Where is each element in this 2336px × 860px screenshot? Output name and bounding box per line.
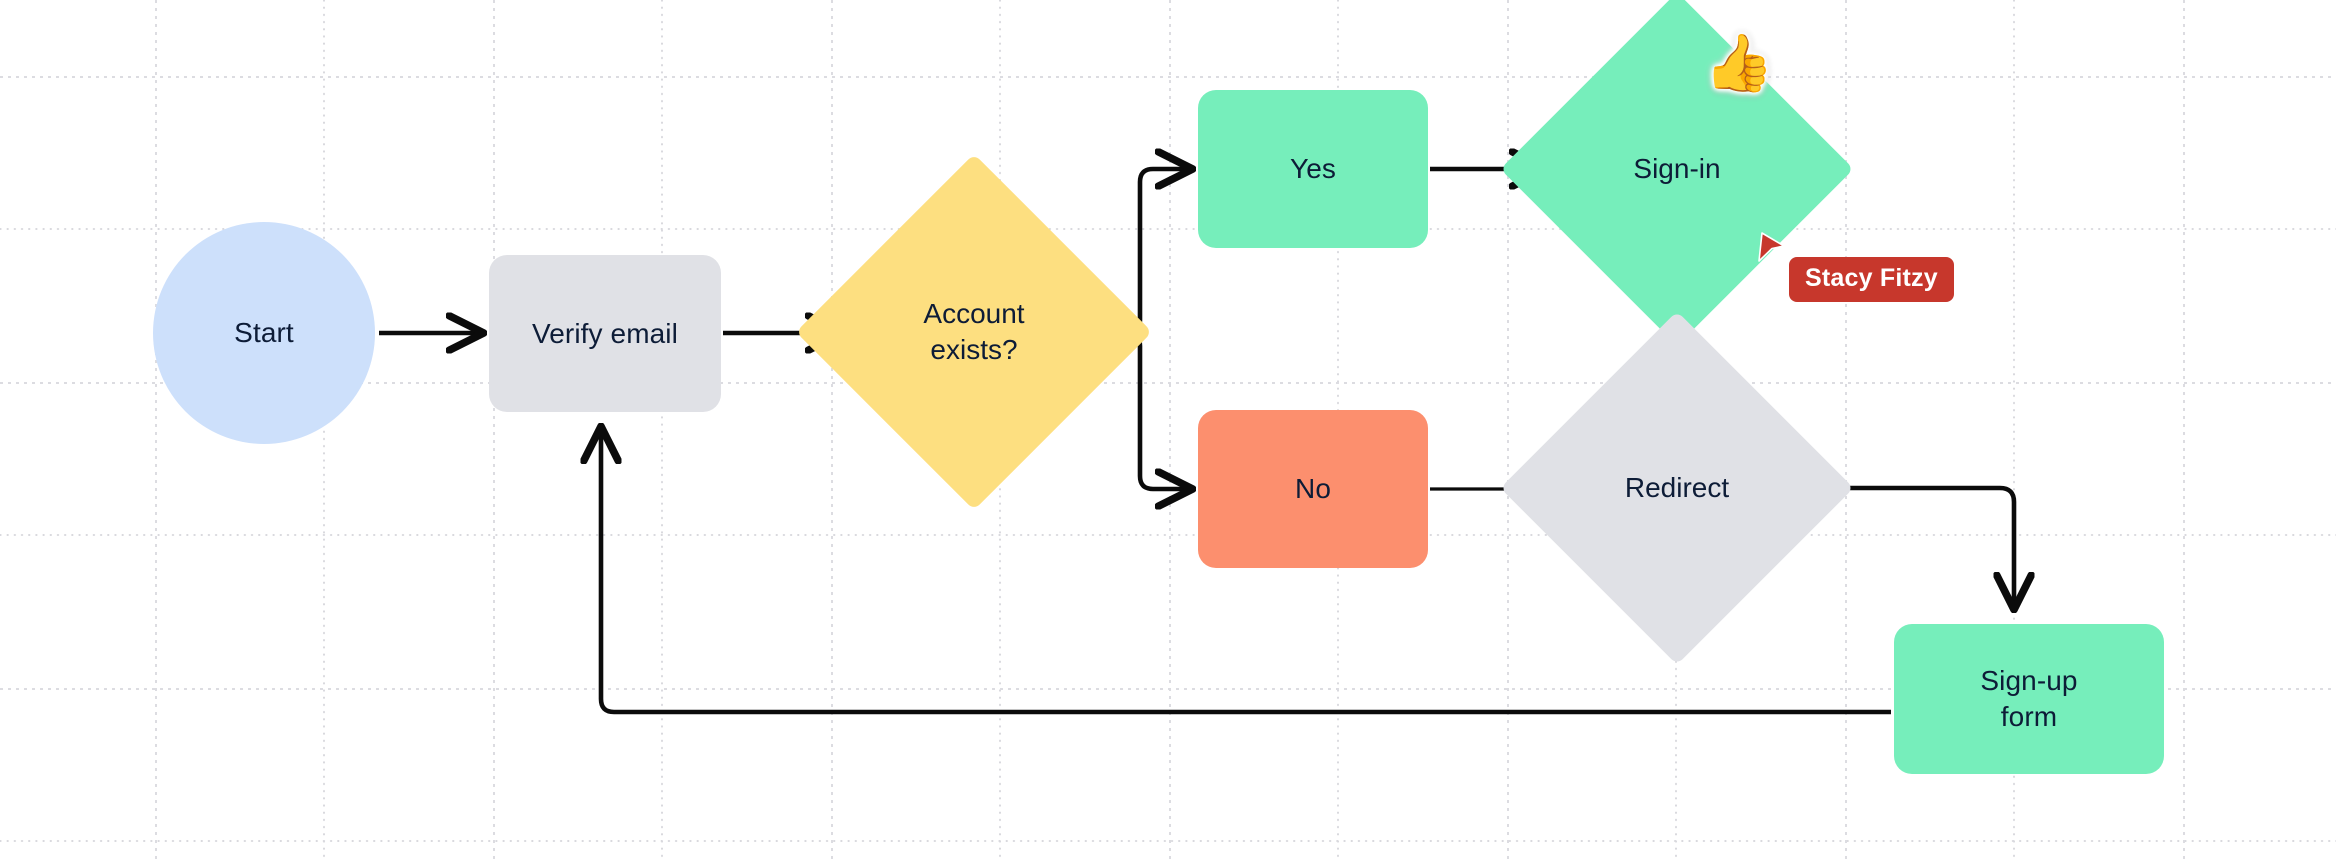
node-start[interactable]: Start — [153, 222, 375, 444]
node-yes-label: Yes — [1290, 153, 1336, 185]
node-sign-in[interactable]: Sign-in — [1500, 0, 1854, 346]
cursor-arrow-icon — [1758, 232, 1785, 262]
node-sign-in-label: Sign-in — [1633, 153, 1721, 185]
node-no-label: No — [1295, 473, 1331, 505]
node-redirect[interactable]: Redirect — [1500, 311, 1854, 665]
edge-signup-back-to-verify — [601, 428, 1891, 715]
node-sign-up-form-label: Sign-up form — [1980, 665, 2078, 732]
node-yes[interactable]: Yes — [1198, 90, 1428, 248]
cursor-user-label: Stacy Fitzy — [1789, 257, 1954, 302]
edge-redirect-to-signup — [1806, 485, 2014, 608]
node-verify-email-label: Verify email — [532, 317, 678, 349]
thumbs-up-emoji[interactable]: 👍 — [1704, 31, 1774, 94]
node-no[interactable]: No — [1198, 410, 1428, 568]
node-redirect-label: Redirect — [1624, 472, 1730, 504]
node-start-label: Start — [234, 317, 294, 349]
node-account-exists[interactable]: Account exists? — [795, 153, 1153, 511]
node-verify-email[interactable]: Verify email — [489, 255, 721, 412]
node-account-exists-label: Account exists? — [923, 298, 1025, 365]
node-sign-up-form[interactable]: Sign-up form — [1894, 624, 2164, 774]
